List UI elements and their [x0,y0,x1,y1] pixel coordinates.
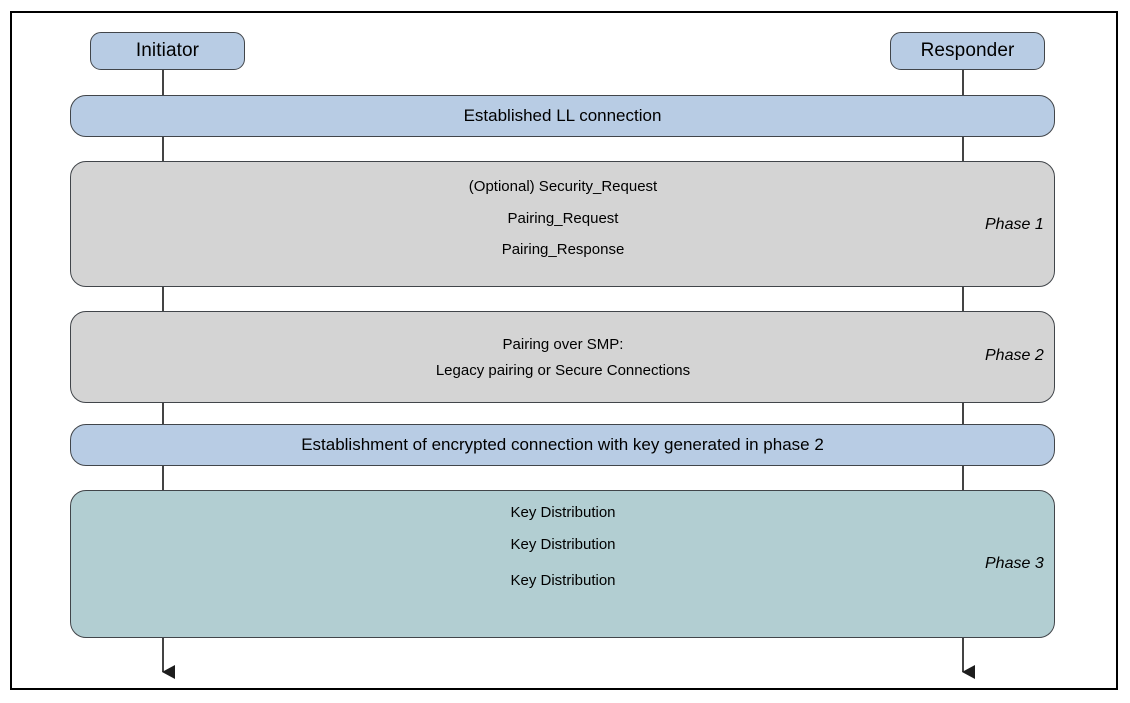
phase-2-label: Phase 2 [985,347,1044,364]
band-phase-3[interactable] [70,490,1055,638]
actor-responder[interactable]: Responder [890,32,1045,70]
band-phase-1[interactable] [70,161,1055,287]
message-pairing-response-label: Pairing_Response [501,241,625,258]
message-key-distribution-3-label: Key Distribution [510,572,616,589]
band-encrypted-connection[interactable]: Establishment of encrypted connection wi… [70,424,1055,466]
message-security-request-label: (Optional) Security_Request [468,178,658,195]
phase-3-label: Phase 3 [985,555,1044,572]
message-pairing-request-label: Pairing_Request [507,210,619,227]
message-pairing-over-smp-label-2: Legacy pairing or Secure Connections [435,362,691,379]
band-phase-2[interactable] [70,311,1055,403]
phase-1-label: Phase 1 [985,216,1044,233]
band-ll-connection[interactable]: Established LL connection [70,95,1055,137]
band-ll-connection-label: Established LL connection [463,106,662,125]
band-encrypted-connection-label: Establishment of encrypted connection wi… [301,435,824,454]
diagram-frame [10,11,1118,690]
message-key-distribution-2-label: Key Distribution [510,536,616,553]
actor-initiator-label: Initiator [135,40,200,61]
actor-responder-label: Responder [920,40,1015,61]
actor-initiator[interactable]: Initiator [90,32,245,70]
message-key-distribution-1-label: Key Distribution [510,504,616,521]
message-pairing-over-smp-label: Pairing over SMP: [502,336,624,353]
